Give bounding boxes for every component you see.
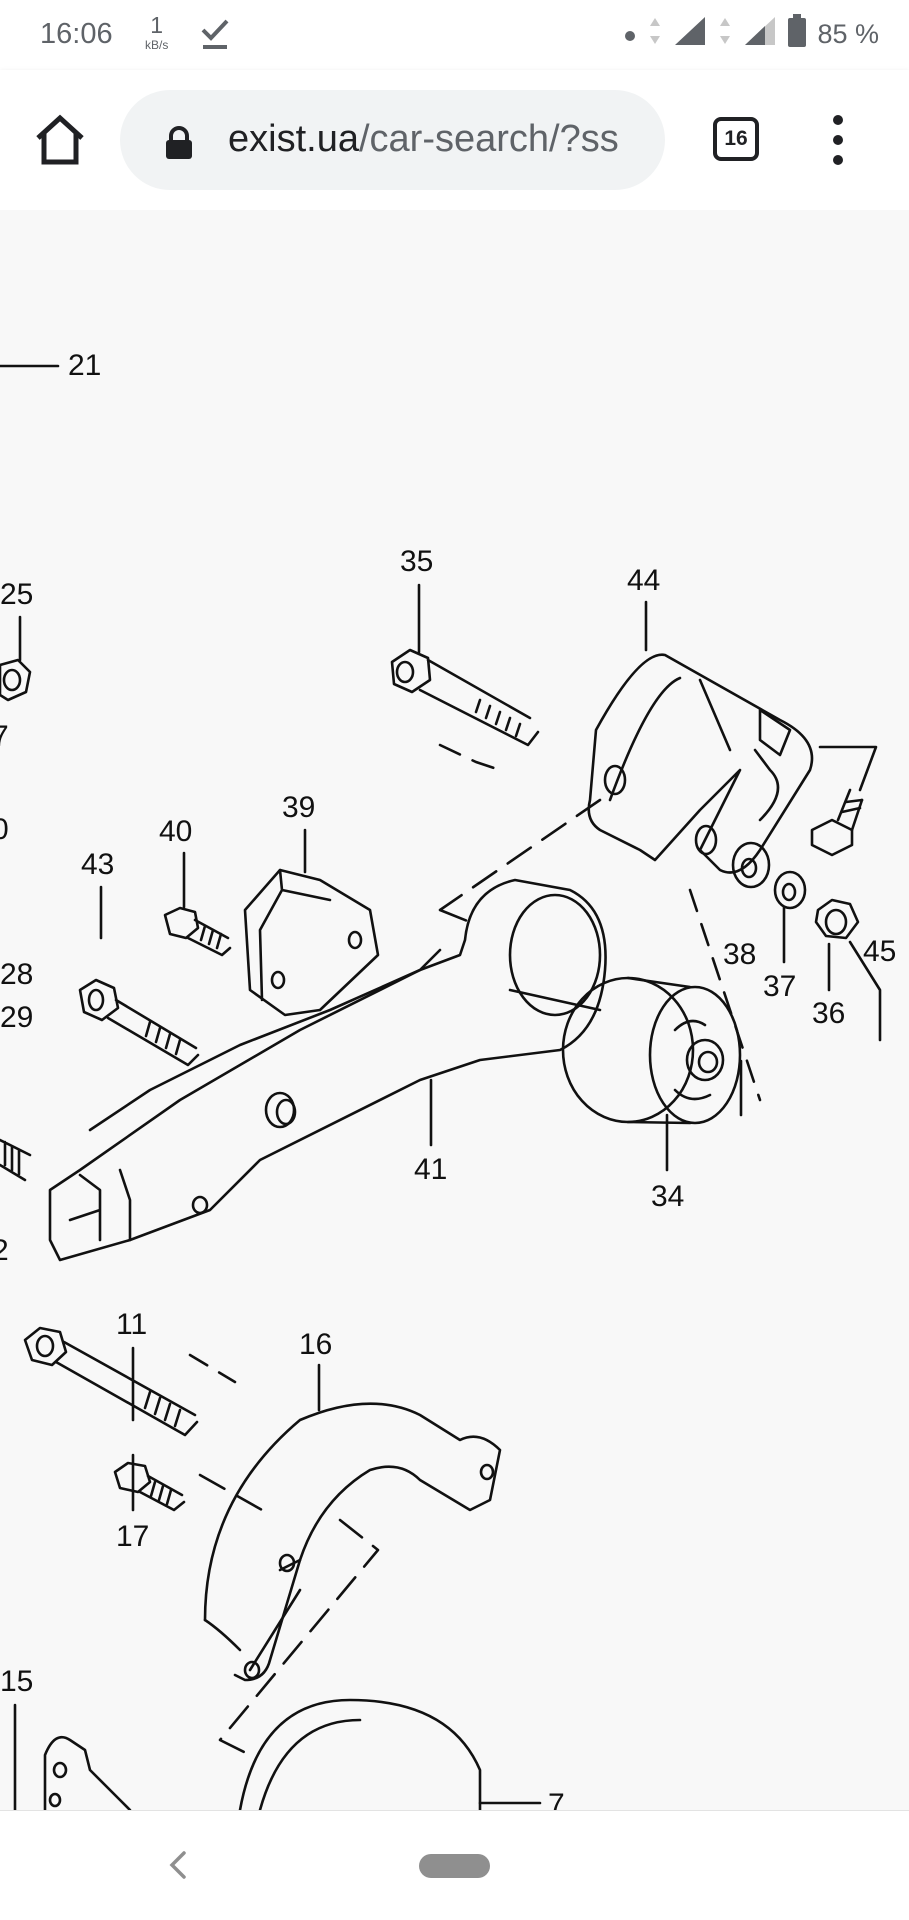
status-indicators: 85 % (623, 13, 879, 55)
bushing-34 (561, 976, 742, 1125)
url-host: exist.ua (228, 118, 359, 160)
check-icon (200, 16, 230, 57)
part-label[interactable]: 34 (651, 1180, 685, 1213)
status-bar: 16:06 1 kB/s 85 % (0, 0, 909, 70)
leader-line (848, 940, 882, 1042)
bolt-cutoff (0, 1138, 32, 1182)
data-arrows-icon (647, 16, 663, 53)
part-label[interactable]: 29 (0, 1001, 34, 1034)
part-label[interactable]: 15 (0, 1665, 34, 1698)
parts-diagram-area: 21 35 44 25 7 0 40 39 43 28 29 38 37 45 … (0, 210, 909, 1810)
battery-icon (787, 13, 807, 55)
assembly-line (438, 798, 602, 924)
assembly-line (198, 1473, 380, 1757)
bolt-43 (78, 978, 200, 1067)
part-label[interactable]: 45 (863, 935, 897, 968)
part-label[interactable]: 38 (723, 938, 757, 971)
assembly-line (818, 745, 878, 792)
part-label[interactable]: 2 (0, 1234, 9, 1267)
part-label[interactable]: 28 (0, 958, 34, 991)
browser-toolbar: exist.ua/car-search/?ss 16 (0, 70, 909, 210)
part-label[interactable]: 36 (812, 997, 846, 1030)
control-arm-41 (48, 878, 607, 1262)
status-time: 16:06 (40, 18, 113, 50)
bracket-39 (243, 868, 380, 1017)
nut-25 (0, 658, 32, 702)
part-label[interactable]: 37 (763, 970, 797, 1003)
part-label[interactable]: 7 (0, 720, 9, 753)
dot-icon (623, 19, 637, 50)
parts-diagram (0, 364, 882, 1810)
assembly-line (188, 1353, 237, 1384)
signal-icon (673, 15, 707, 54)
part-label[interactable]: 39 (282, 791, 316, 824)
part-7 (238, 1698, 482, 1810)
washer-37 (773, 870, 807, 910)
bolt-35 (390, 648, 540, 747)
bolt-17 (113, 1461, 186, 1512)
tab-switcher-button[interactable]: 16 (713, 117, 759, 161)
back-chevron-icon (169, 1851, 186, 1879)
part-label[interactable]: 0 (0, 813, 9, 846)
part-label[interactable]: 40 (159, 815, 193, 848)
part-label[interactable]: 25 (0, 578, 34, 611)
part-label[interactable]: 11 (116, 1308, 148, 1341)
part-15 (43, 1735, 132, 1810)
guard-16 (203, 1402, 502, 1682)
part-label[interactable]: 35 (400, 545, 434, 578)
network-speed-value: 1 (150, 12, 164, 38)
url-path: /car-search/?ss (358, 118, 619, 160)
part-label[interactable]: 43 (81, 848, 115, 881)
part-label[interactable]: 44 (627, 564, 661, 597)
lock-icon (164, 126, 194, 165)
nut-36 (814, 898, 860, 940)
address-bar[interactable]: exist.ua/car-search/?ss (120, 90, 665, 190)
menu-button[interactable] (820, 112, 856, 168)
bracket-44 (587, 653, 814, 874)
data-arrows-icon (717, 16, 733, 53)
system-nav-bar (0, 1810, 909, 1920)
back-button[interactable] (158, 1843, 198, 1887)
part-label[interactable]: 16 (299, 1328, 333, 1361)
bolt-11 (23, 1326, 199, 1437)
part-label[interactable]: 7 (548, 1788, 565, 1811)
bolt-40 (163, 906, 232, 957)
home-gesture-pill[interactable] (419, 1854, 490, 1878)
home-button[interactable] (30, 110, 90, 170)
assembly-line (438, 743, 502, 772)
part-label[interactable]: 41 (414, 1153, 448, 1186)
more-vert-icon (833, 115, 843, 165)
bolt-45 (810, 788, 864, 857)
washer-38 (731, 841, 771, 889)
url-text: exist.ua/car-search/?ss (228, 118, 619, 161)
part-label[interactable]: 17 (116, 1520, 150, 1553)
network-speed: 1 kB/s (145, 12, 169, 52)
part-label[interactable]: 21 (68, 349, 102, 382)
network-speed-unit: kB/s (145, 38, 169, 52)
battery-level: 85 % (817, 18, 879, 49)
signal-icon (743, 15, 777, 54)
home-icon (36, 114, 84, 165)
